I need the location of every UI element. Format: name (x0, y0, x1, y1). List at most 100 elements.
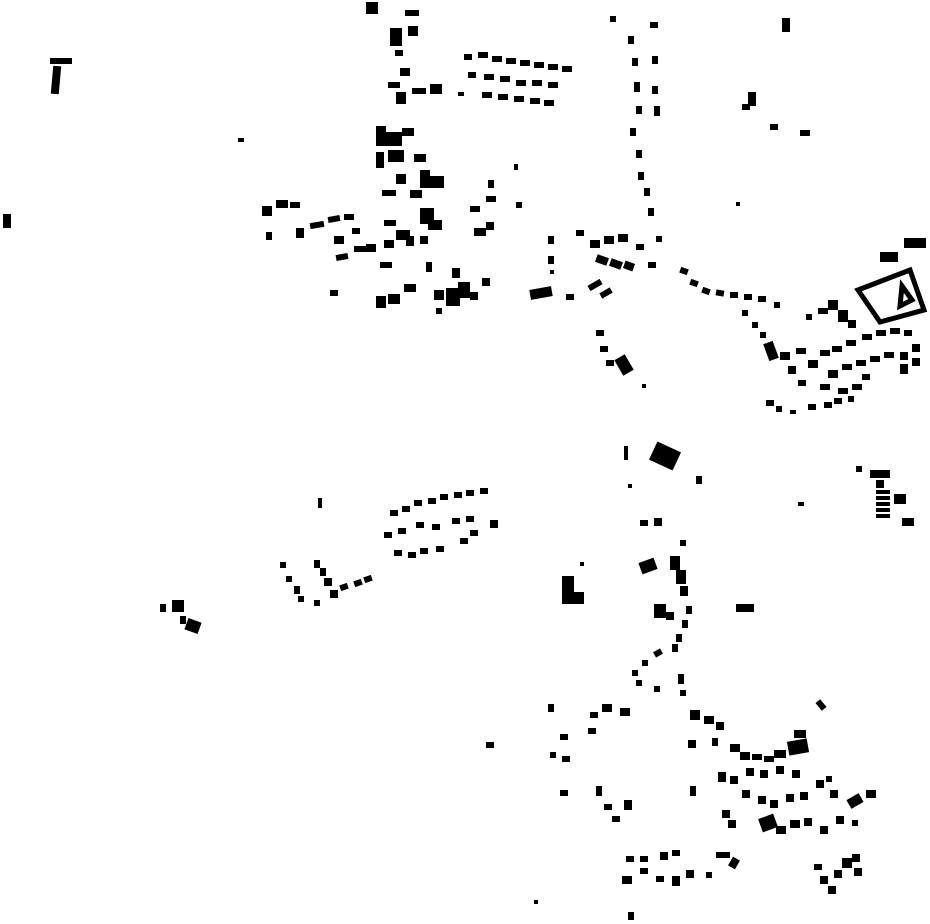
building-courtyard-block (854, 266, 928, 325)
building-footprint (386, 132, 402, 146)
building-footprint (648, 208, 654, 216)
building-footprint (395, 50, 403, 56)
building-footprint (458, 92, 464, 96)
building-footprint (544, 100, 554, 106)
building-footprint (716, 852, 730, 858)
building-footprint (50, 65, 62, 95)
building-footprint (760, 332, 766, 338)
building-footprint (764, 756, 774, 762)
building-footprint (640, 868, 648, 874)
building-footprint (758, 813, 778, 833)
building-footprint (654, 106, 660, 116)
building-footprint (290, 202, 300, 208)
building-footprint (404, 284, 416, 292)
building-footprint (604, 804, 612, 810)
building-footprint (384, 532, 392, 538)
building-footprint (780, 352, 790, 360)
building-footprint (716, 722, 724, 730)
building-footprint (468, 72, 476, 78)
building-footprint (806, 314, 812, 320)
building-footprint (848, 396, 854, 402)
building-footprint (676, 570, 686, 584)
building-footprint (842, 858, 852, 868)
building-footprint (550, 270, 554, 274)
building-footprint (482, 92, 492, 98)
building-footprint (763, 340, 779, 362)
building-footprint (654, 686, 660, 692)
building-footprint (742, 310, 748, 316)
building-footprint (728, 820, 736, 828)
building-footprint (548, 236, 554, 244)
building-footprint (744, 294, 752, 300)
building-footprint (396, 92, 406, 104)
building-footprint (376, 296, 386, 308)
building-footprint (548, 256, 554, 264)
building-footprint (380, 262, 392, 268)
building-footprint (266, 232, 272, 240)
building-footprint (562, 756, 570, 762)
building-footprint (590, 240, 600, 248)
building-footprint (792, 770, 800, 778)
building-footprint (548, 704, 554, 712)
building-footprint (652, 86, 658, 94)
building-footprint (628, 36, 634, 44)
building-footprint (846, 793, 864, 809)
building-footprint (838, 388, 848, 394)
building-footprint (394, 550, 402, 556)
building-footprint (742, 104, 750, 110)
building-footprint (808, 404, 816, 410)
building-footprint (382, 190, 396, 196)
building-footprint (294, 586, 300, 594)
building-footprint (900, 352, 908, 360)
building-footprint (384, 220, 396, 226)
building-footprint (638, 557, 658, 575)
building-footprint (596, 330, 604, 336)
building-footprint (478, 52, 488, 58)
building-footprint (814, 864, 822, 870)
building-footprint (388, 294, 400, 304)
building-footprint (500, 76, 510, 82)
building-footprint (414, 500, 422, 506)
building-footprint (420, 236, 428, 244)
building-footprint (654, 604, 666, 618)
building-footprint (656, 876, 664, 882)
building-footprint (680, 690, 686, 696)
building-footprint (560, 734, 568, 740)
building-footprint (376, 152, 384, 168)
building-footprint (432, 524, 440, 530)
building-footprint (314, 600, 320, 606)
building-footprint (434, 290, 444, 300)
building-footprint (480, 488, 488, 494)
building-footprint (402, 506, 410, 512)
building-footprint (704, 716, 714, 724)
building-footprint (880, 252, 898, 262)
building-footprint (486, 196, 496, 202)
building-footprint (904, 238, 926, 248)
building-footprint (832, 346, 842, 352)
building-footprint (870, 356, 880, 362)
building-footprint (890, 328, 900, 334)
building-footprint (324, 578, 332, 586)
building-footprint (602, 704, 612, 712)
building-footprint (804, 818, 812, 826)
building-footprint (414, 154, 426, 162)
building-footprint (774, 302, 780, 308)
building-footprint (426, 262, 432, 272)
building-footprint (690, 710, 700, 720)
building-footprint (642, 384, 646, 388)
building-footprint (396, 230, 410, 240)
building-footprint (388, 150, 404, 162)
building-footprint (620, 708, 630, 716)
building-footprint (798, 502, 804, 506)
building-footprint (354, 246, 366, 252)
building-footprint (280, 562, 286, 568)
building-footprint (656, 236, 662, 242)
building-footprint (790, 410, 796, 414)
building-footprint (606, 360, 614, 366)
building-footprint (488, 180, 494, 188)
building-footprint (454, 492, 462, 498)
building-footprint (678, 674, 684, 684)
building-footprint (410, 190, 422, 198)
building-footprint (912, 358, 920, 366)
building-footprint (636, 680, 642, 686)
